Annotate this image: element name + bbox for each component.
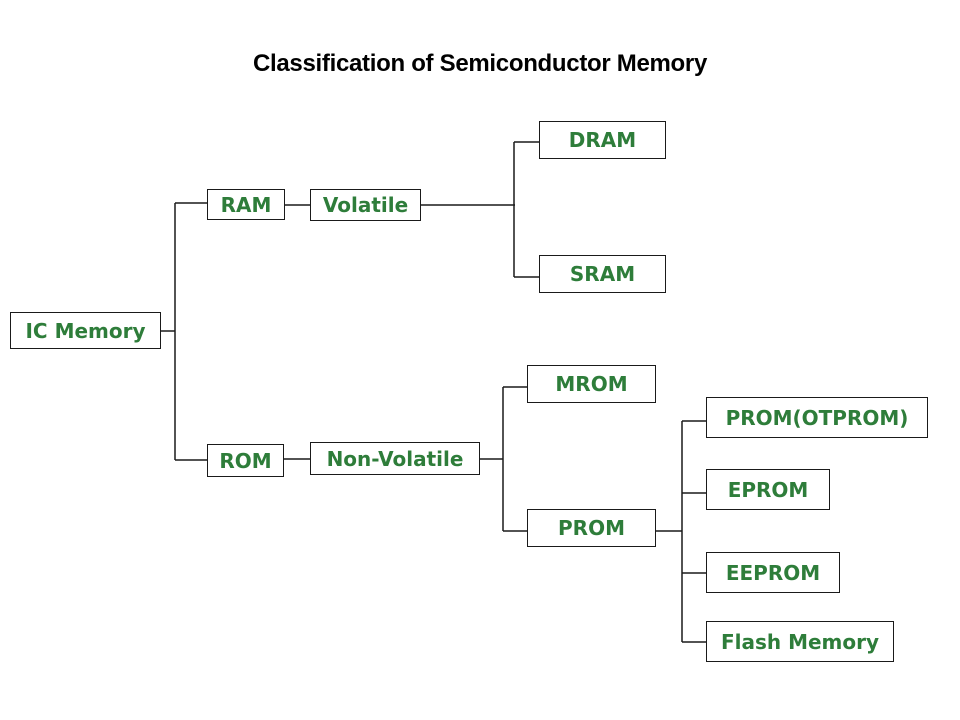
node-prom-otprom: PROM(OTPROM) — [706, 397, 928, 438]
node-ic-memory: IC Memory — [10, 312, 161, 349]
node-eeprom: EEPROM — [706, 552, 840, 593]
node-rom: ROM — [207, 444, 284, 477]
node-dram: DRAM — [539, 121, 666, 159]
node-prom: PROM — [527, 509, 656, 547]
node-eprom: EPROM — [706, 469, 830, 510]
node-ram: RAM — [207, 189, 285, 220]
node-non-volatile: Non-Volatile — [310, 442, 480, 475]
diagram-title: Classification of Semiconductor Memory — [252, 50, 708, 77]
node-sram: SRAM — [539, 255, 666, 293]
node-flash-memory: Flash Memory — [706, 621, 894, 662]
node-mrom: MROM — [527, 365, 656, 403]
node-volatile: Volatile — [310, 189, 421, 221]
